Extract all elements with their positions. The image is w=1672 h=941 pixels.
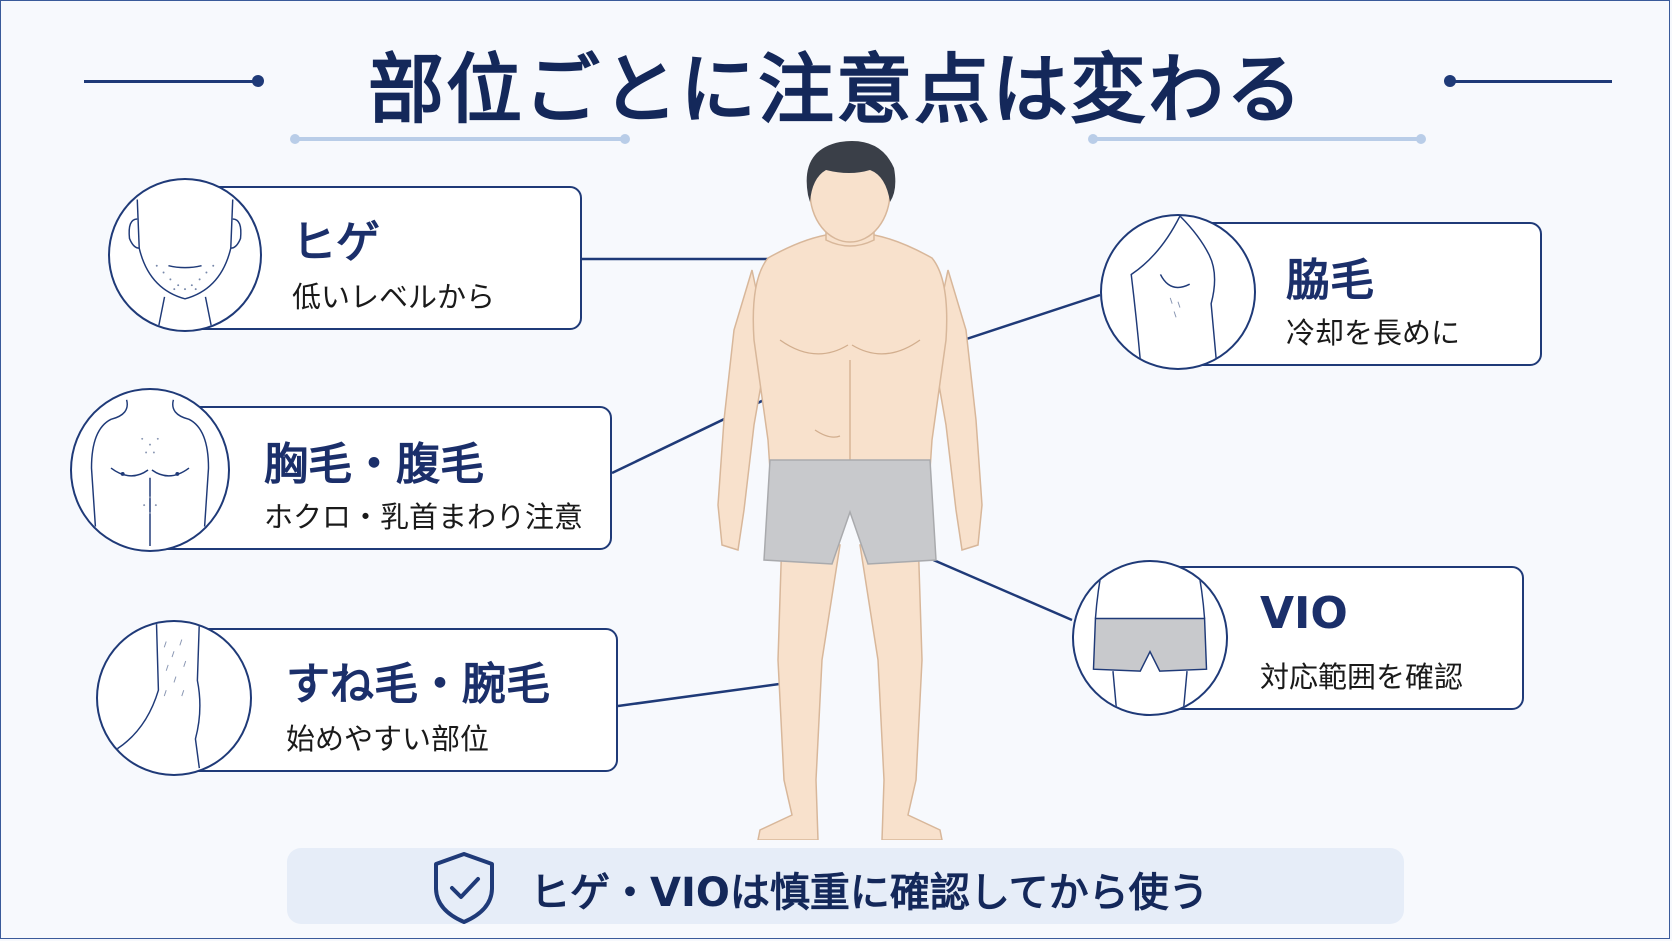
armpit-title: 脇毛 — [1286, 255, 1374, 306]
footer-text: ヒゲ・VIOは慎重に確認してから使う — [530, 870, 1209, 916]
vio-subtitle: 対応範囲を確認 — [1260, 660, 1464, 694]
beard-subtitle: 低いレベルから — [292, 280, 496, 314]
vio-illustration — [1072, 560, 1228, 716]
chest-illustration — [70, 388, 230, 552]
chest-title: 胸毛・腹毛 — [264, 439, 484, 490]
human-body-figure — [717, 141, 983, 840]
legs-subtitle: 始めやすい部位 — [286, 722, 490, 756]
shield-check-icon — [434, 852, 494, 924]
title-right-dot — [1444, 75, 1456, 87]
title-left-line — [84, 80, 254, 83]
title-left-dot — [252, 75, 264, 87]
title-underline-left — [296, 137, 626, 141]
legs-title: すね毛・腕毛 — [286, 659, 550, 710]
armpit-subtitle: 冷却を長めに — [1286, 316, 1461, 350]
title-underline-right-dot-b — [1416, 134, 1426, 144]
beard-illustration — [108, 178, 262, 332]
title-underline-right — [1092, 137, 1422, 141]
connector-leg — [617, 680, 795, 708]
leg-illustration — [96, 620, 252, 776]
chest-subtitle: ホクロ・乳首まわり注意 — [264, 500, 584, 534]
vio-title: VIO — [1260, 588, 1348, 639]
title-underline-left-dot-b — [620, 134, 630, 144]
title-underline-right-dot-a — [1088, 134, 1098, 144]
title-right-line — [1452, 80, 1612, 83]
beard-title: ヒゲ — [292, 217, 380, 268]
armpit-illustration — [1100, 214, 1256, 370]
title-underline-left-dot-a — [290, 134, 300, 144]
page-title: 部位ごとに注意点は変わる — [368, 45, 1304, 134]
